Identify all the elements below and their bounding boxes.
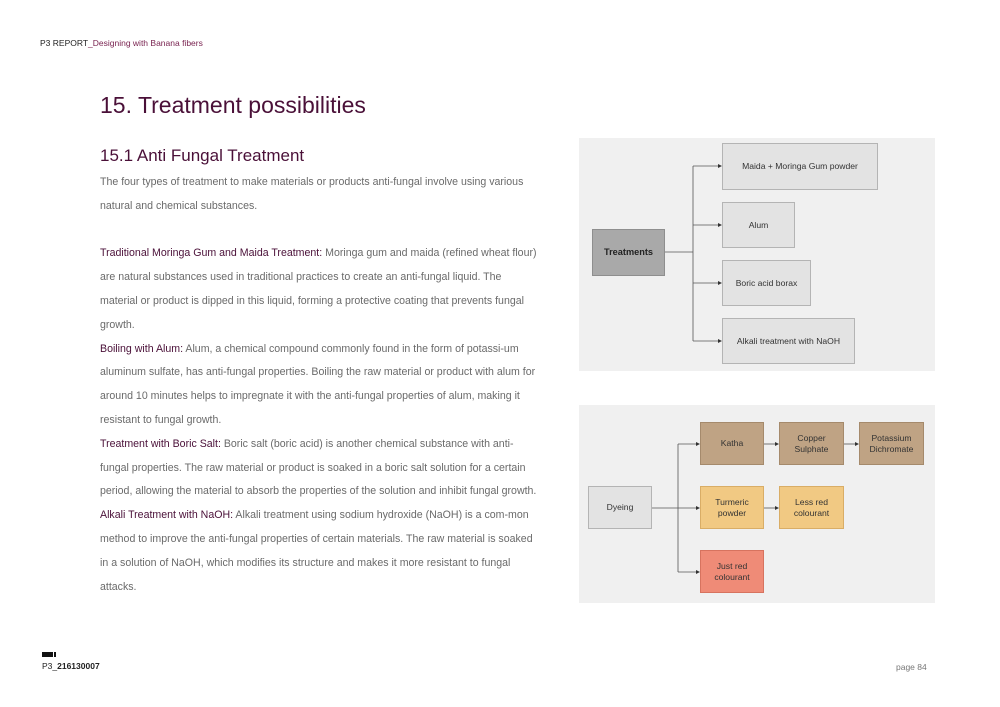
dye-node-just-red: Just red colourant [700,550,764,593]
section-title: 15. Treatment possibilities [100,92,366,118]
body-text: The four types of treatment to make mate… [100,171,542,599]
footer-prefix: P3_ [42,661,58,671]
treatments-root-node: Treatments [592,229,665,276]
footer-mark-icon [42,652,56,657]
treatment-paragraph-moringa: Traditional Moringa Gum and Maida Treatm… [100,242,542,337]
treatment-text: Moringa gum and maida (refined wheat flo… [100,247,537,331]
intro-paragraph: The four types of treatment to make mate… [100,176,524,212]
treatment-node-naoh: Alkali treatment with NaOH [722,318,855,364]
treatment-node-maida-moringa: Maida + Moringa Gum powder [722,143,878,190]
dyeing-diagram: Dyeing Katha Copper Sulphate Potassium D… [579,405,935,603]
treatment-paragraph-alum: Boiling with Alum: Alum, a chemical comp… [100,338,542,433]
report-subtitle: _Designing with Banana fibers [88,38,203,48]
footer-student-id: P3_216130007 [42,661,100,671]
page-number: page 84 [896,662,927,672]
treatment-lead: Boiling with Alum: [100,342,184,355]
report-label: P3 REPORT [40,38,89,48]
treatment-lead: Traditional Moringa Gum and Maida Treatm… [100,247,323,260]
dye-node-copper-sulphate: Copper Sulphate [779,422,844,465]
treatments-diagram: Treatments Maida + Moringa Gum powder Al… [579,138,935,371]
treatment-lead: Alkali Treatment with NaOH: [100,509,234,522]
treatment-paragraph-boric: Treatment with Boric Salt: Boric salt (b… [100,433,542,504]
dyeing-connectors [652,442,859,574]
dye-node-less-red: Less red colourant [779,486,844,529]
treatment-node-boric: Boric acid borax [722,260,811,306]
treatment-node-alum: Alum [722,202,795,248]
treatment-lead: Treatment with Boric Salt: [100,437,221,450]
subsection-title: 15.1 Anti Fungal Treatment [100,146,305,165]
treatment-text: Alum, a chemical compound commonly found… [100,342,536,426]
treatment-text: Alkali treatment using sodium hydroxide … [100,509,533,593]
dyeing-root-node: Dyeing [588,486,652,529]
treatment-text: Boric salt (boric acid) is another chemi… [100,437,537,498]
running-header: P3 REPORT_Designing with Banana fibers [40,38,203,48]
dye-node-katha: Katha [700,422,764,465]
treatment-paragraph-naoh: Alkali Treatment with NaOH: Alkali treat… [100,504,542,599]
footer-id-number: 216130007 [57,661,100,671]
dye-node-turmeric: Turmeric powder [700,486,764,529]
treatments-connectors [665,164,722,343]
dye-node-potassium-dichromate: Potassium Dichromate [859,422,924,465]
